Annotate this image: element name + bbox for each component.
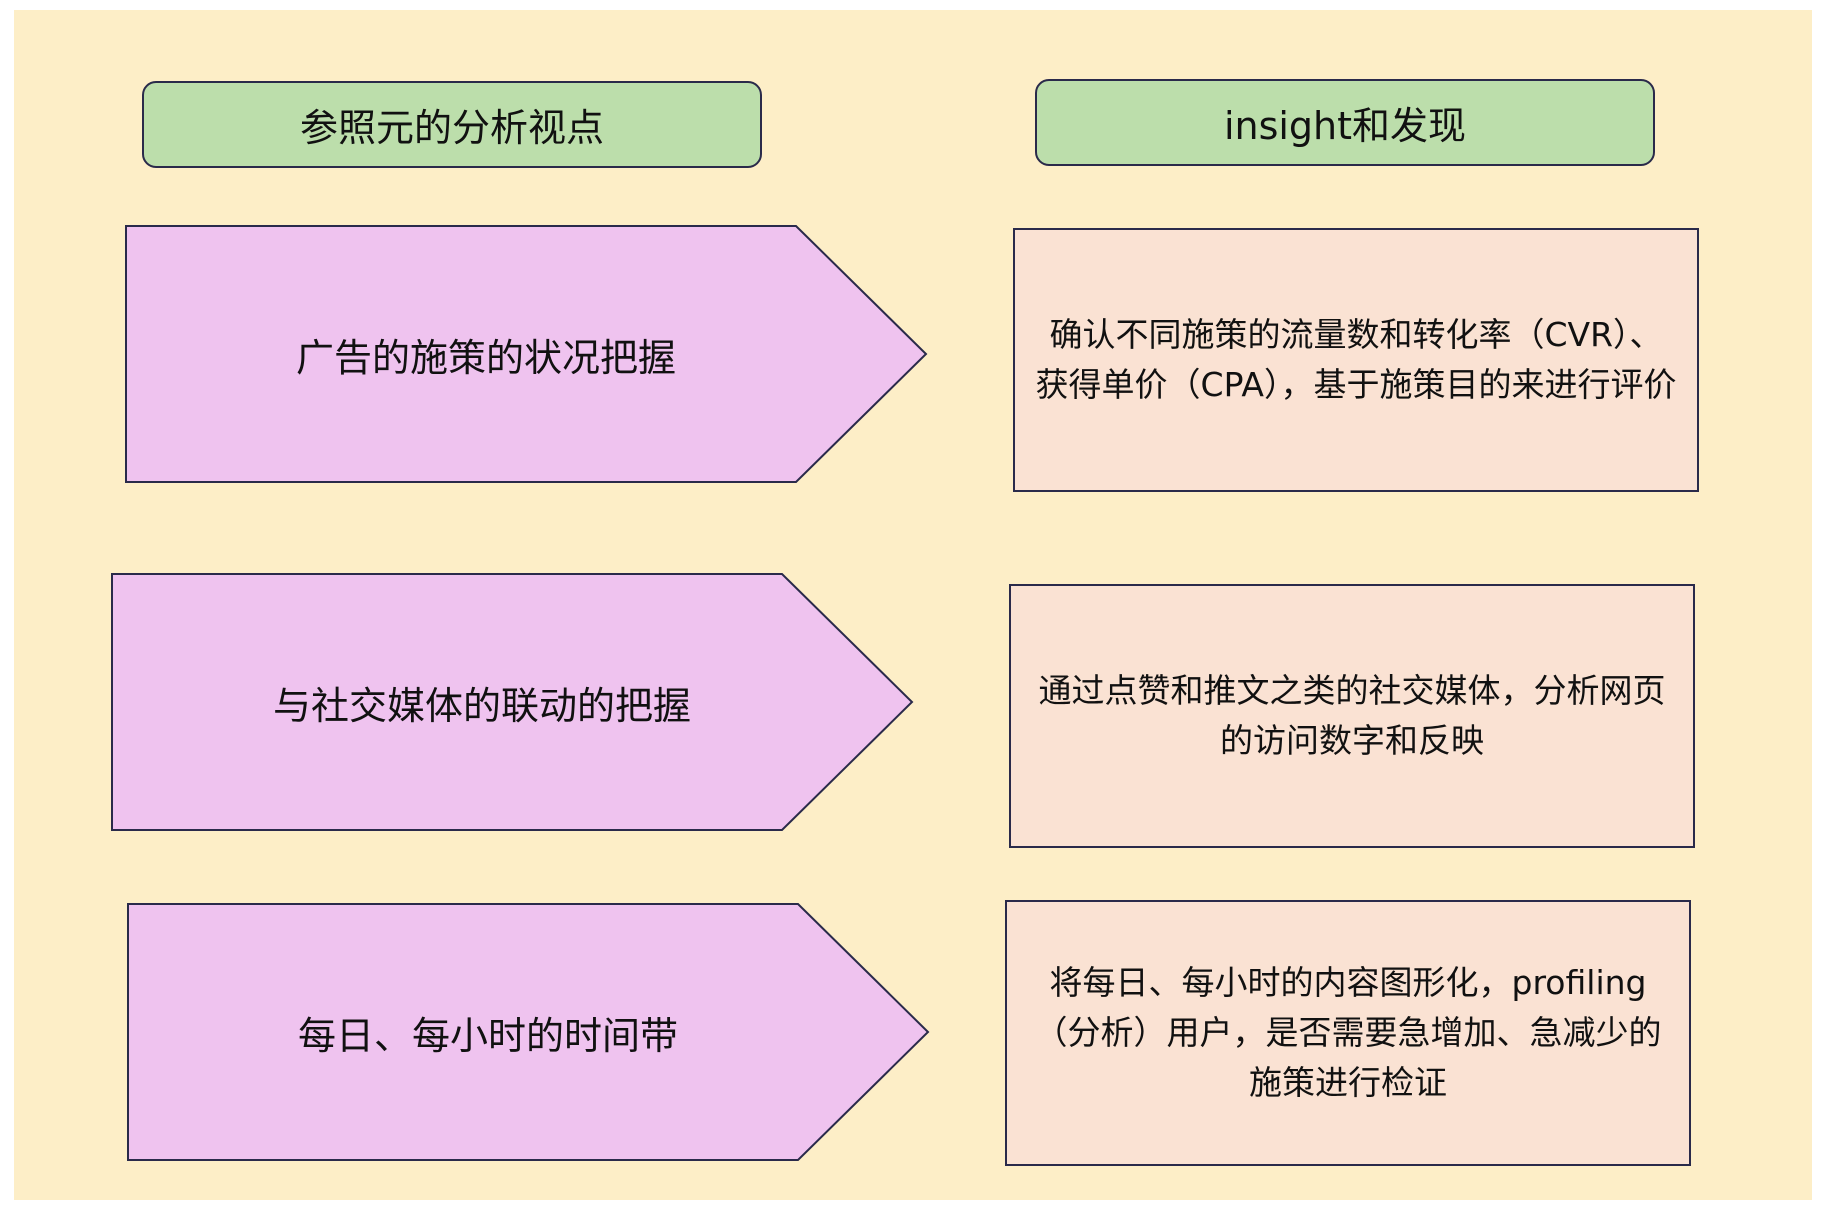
viewpoint-arrow-2: 与社交媒体的联动的把握	[111, 573, 914, 831]
insight-text-3: 将每日、每小时的内容图形化，profiling（分析）用户，是否需要急增加、急减…	[1034, 963, 1662, 1102]
header-viewpoint: 参照元的分析视点	[142, 81, 762, 168]
viewpoint-label-1: 广告的施策的状况把握	[295, 335, 676, 380]
viewpoint-label-2: 与社交媒体的联动的把握	[272, 683, 691, 728]
insight-text-2: 通过点赞和推文之类的社交媒体，分析网页的访问数字和反映	[1038, 671, 1666, 760]
header-insight-label: insight和发现	[1223, 104, 1467, 148]
insight-box-1: 确认不同施策的流量数和转化率（CVR）、获得单价（CPA），基于施策目的来进行评…	[1013, 228, 1699, 492]
insight-text-1: 确认不同施策的流量数和转化率（CVR）、获得单价（CPA），基于施策目的来进行评…	[1035, 315, 1677, 404]
insight-box-3: 将每日、每小时的内容图形化，profiling（分析）用户，是否需要急增加、急减…	[1005, 900, 1691, 1166]
viewpoint-arrow-3: 每日、每小时的时间带	[127, 903, 930, 1161]
insight-box-2: 通过点赞和推文之类的社交媒体，分析网页的访问数字和反映	[1009, 584, 1695, 848]
diagram-canvas: 参照元的分析视点 insight和发现 广告的施策的状况把握 确认不同施策的流量…	[14, 10, 1812, 1200]
header-viewpoint-label: 参照元的分析视点	[299, 106, 604, 150]
arrow-shape-2	[111, 573, 914, 831]
arrow-shape-3	[127, 903, 930, 1161]
viewpoint-label-3: 每日、每小时的时间带	[297, 1013, 678, 1058]
header-insight: insight和发现	[1035, 79, 1655, 166]
arrow-shape-1	[125, 225, 928, 483]
viewpoint-arrow-1: 广告的施策的状况把握	[125, 225, 928, 483]
